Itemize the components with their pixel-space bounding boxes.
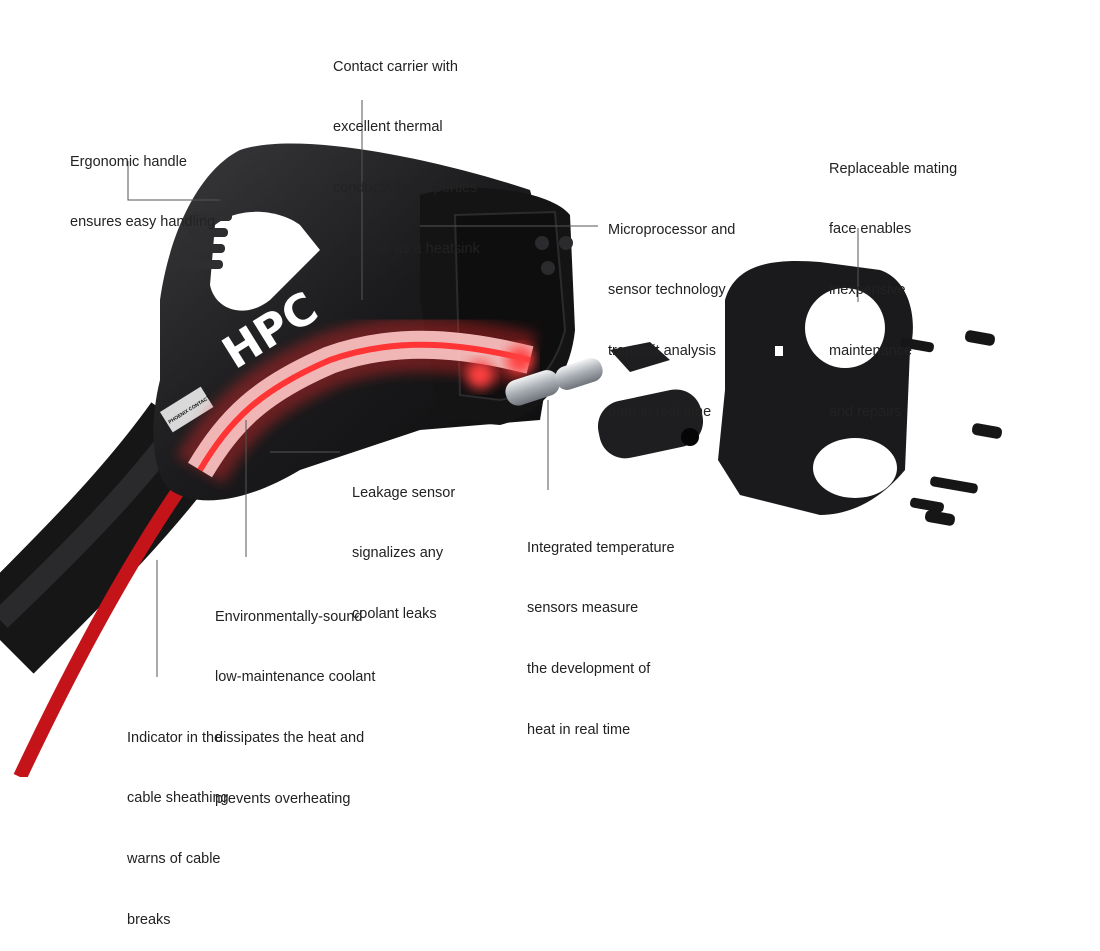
callout-leakage-sensor: Leakage sensor signalizes any coolant le…: [352, 484, 456, 623]
contact-carrier-part: [597, 342, 704, 459]
coolant-channel: [176, 317, 537, 485]
screws: [900, 330, 1003, 526]
connector-illustration: HPC PHOENIX CONTACT: [0, 100, 1003, 777]
mating-face-part: [718, 260, 913, 515]
callout-replaceable-face: Replaceable mating face enables inexpens…: [829, 160, 958, 421]
callout-cable-indicator: Indicator in the cable sheathing warns o…: [127, 729, 229, 929]
leader-lines: [127, 100, 859, 677]
callout-microprocessor: Microprocessor and sensor technology tra…: [608, 221, 736, 421]
grip-ridges: [183, 212, 232, 269]
callout-ergonomic-handle: Ergonomic handle ensures easy handling: [70, 153, 216, 231]
dc-contacts: [505, 358, 603, 406]
callout-temperature-sensors: Integrated temperature sensors measure t…: [527, 539, 675, 739]
leader-ergonomic-handle: [127, 161, 220, 201]
callout-coolant: Environmentally-sound low-maintenance co…: [215, 608, 376, 808]
callout-contact-carrier: Contact carrier with excellent thermal c…: [333, 58, 480, 258]
